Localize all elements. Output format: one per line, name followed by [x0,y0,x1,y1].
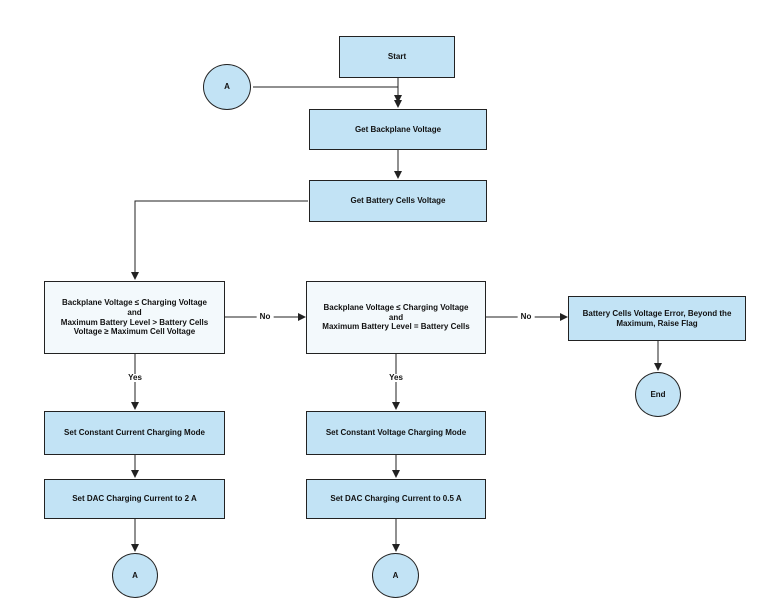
cells-voltage-error-box: Battery Cells Voltage Error, Beyond the … [568,296,746,341]
dac-current-2a-box: Set DAC Charging Current to 2 A [44,479,225,519]
decision-cv-condition: Backplane Voltage ≤ Charging Voltage and… [306,281,486,354]
edge-cells-to-decision1 [131,200,308,280]
decision-cc-condition: Backplane Voltage ≤ Charging Voltage and… [44,281,225,354]
constant-voltage-mode-box: Set Constant Voltage Charging Mode [306,411,486,455]
connector-a-left: A [112,553,158,598]
dac-current-05a-box: Set DAC Charging Current to 0.5 A [306,479,486,519]
get-backplane-voltage-box: Get Backplane Voltage [309,109,487,150]
edge-label-yes-2: Yes [386,374,406,382]
end-node: End [635,372,681,417]
edge-label-yes-1: Yes [125,374,145,382]
edge-label-no-2: No [517,313,535,321]
start-node: Start [339,36,455,78]
constant-current-mode-box: Set Constant Current Charging Mode [44,411,225,455]
edge-label-no-1: No [256,313,274,321]
edge-connector-to-flow [253,86,402,103]
connector-a-top: A [203,64,251,110]
get-battery-cells-voltage-box: Get Battery Cells Voltage [309,180,487,222]
connector-a-middle: A [372,553,419,598]
